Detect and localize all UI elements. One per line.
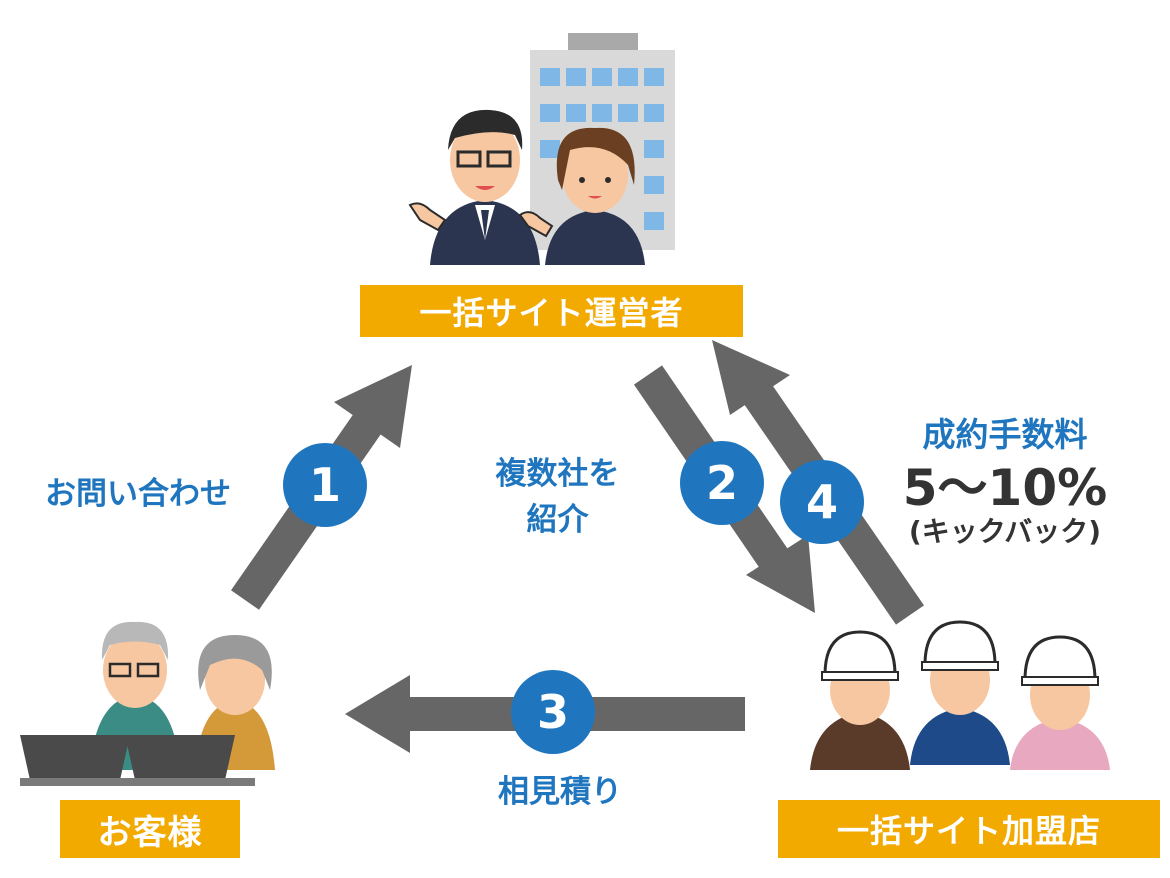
customer-label: お客様 <box>60 800 240 858</box>
step-2-text-line1: 複数社を <box>495 456 620 492</box>
step-4-text-line1: 成約手数料 <box>922 415 1088 454</box>
customers-laptop-icon <box>20 621 275 786</box>
step-4-text-line3: (キックバック) <box>908 515 1102 548</box>
step-badge-3: 3 <box>511 670 595 754</box>
member-label: 一括サイト加盟店 <box>778 800 1160 858</box>
step-3-text: 相見積り <box>498 774 622 810</box>
member-workers-icon <box>810 620 1110 770</box>
step-4-text-line2: 5〜10% <box>902 459 1108 517</box>
step-2-text-line2: 紹介 <box>526 502 589 538</box>
step-badge-1: 1 <box>283 443 367 527</box>
step-badge-4: 4 <box>780 460 864 544</box>
operator-label: 一括サイト運営者 <box>360 285 743 337</box>
step-1-text: お問い合わせ <box>45 476 231 512</box>
step-badge-2: 2 <box>680 441 764 525</box>
operator-staff-icon <box>408 109 645 265</box>
